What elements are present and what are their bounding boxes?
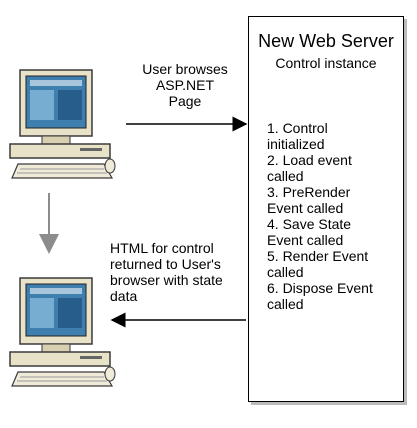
response-label: HTML for control returned to User's brow… <box>110 240 223 304</box>
step-render-event: 5. Render Event called <box>267 248 369 280</box>
step-save-state-event: 4. Save State Event called <box>267 216 352 248</box>
event-steps-list: 1. Control initialized 2. Load event cal… <box>267 120 373 312</box>
step-load-event: 2. Load event called <box>267 152 352 184</box>
computer-icon <box>9 69 116 179</box>
arrows-layer <box>39 116 248 328</box>
step-control-initialized: 1. Control initialized <box>267 120 328 152</box>
diagram: User browses ASP.NET Page HTML for contr… <box>9 16 404 402</box>
server-subtitle: Control instance <box>275 55 377 71</box>
computer-icon <box>9 277 116 387</box>
server-title: New Web Server <box>258 31 394 51</box>
step-dispose-event: 6. Dispose Event called <box>267 280 373 312</box>
step-prerender-event: 3. PreRender Event called <box>267 184 351 216</box>
request-label: User browses ASP.NET Page <box>142 61 228 109</box>
web-server-box: New Web Server Control instance 1. Contr… <box>248 16 404 402</box>
